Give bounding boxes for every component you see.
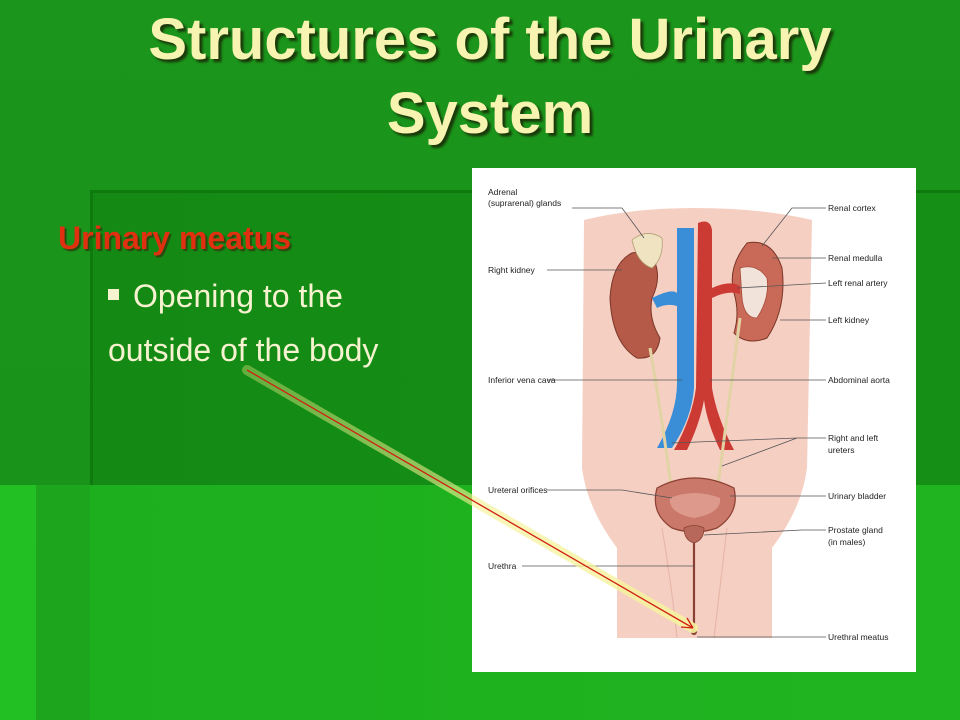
label-renal-medulla: Renal medulla — [828, 253, 883, 263]
section-heading: Urinary meatus — [58, 220, 291, 256]
inferior-vena-cava — [657, 228, 694, 448]
label-in-males: (in males) — [828, 537, 865, 547]
bladder-inner — [669, 493, 721, 518]
leg-outline — [661, 527, 728, 639]
left-kidney-medulla — [739, 266, 768, 319]
bullet-text-line-1: Opening to the — [133, 278, 343, 314]
label-inferior-vena-cava: Inferior vena cava — [488, 375, 556, 385]
left-renal-artery — [712, 283, 740, 298]
bullet-item: Opening to the — [108, 278, 343, 315]
label-right-and-left: Right and left — [828, 433, 879, 443]
abdominal-aorta — [674, 221, 734, 450]
label-abdominal-aorta: Abdominal aorta — [828, 375, 890, 385]
anatomy-illustration: Adrenal (suprarenal) glands Right kidney… — [488, 187, 890, 642]
ureter-left — [715, 317, 742, 494]
adrenal-gland — [631, 233, 663, 269]
background-stripe — [0, 485, 36, 720]
label-adrenal: Adrenal — [488, 187, 517, 197]
arrow-head-icon — [680, 617, 694, 629]
label-urinary-bladder: Urinary bladder — [828, 491, 886, 501]
label-ureteral-orifices: Ureteral orifices — [488, 485, 548, 495]
label-prostate-gland: Prostate gland — [828, 525, 883, 535]
bullet-text-line-2: outside of the body — [108, 332, 379, 368]
label-suprarenal-glands: (suprarenal) glands — [488, 198, 561, 208]
prostate-gland — [683, 525, 705, 544]
urinary-system-diagram: Adrenal (suprarenal) glands Right kidney… — [472, 168, 916, 672]
label-right-kidney: Right kidney — [488, 265, 536, 275]
slide-title-line-2: System — [386, 81, 594, 146]
renal-vein — [652, 291, 677, 308]
label-urethral-meatus: Urethral meatus — [828, 632, 888, 642]
ureter-right — [648, 347, 674, 494]
label-ureters: ureters — [828, 445, 854, 455]
label-renal-cortex: Renal cortex — [828, 203, 876, 213]
label-left-renal-artery: Left renal artery — [828, 278, 888, 288]
square-bullet-icon — [108, 289, 119, 301]
label-urethra: Urethra — [488, 561, 517, 571]
arrow-line — [246, 369, 694, 629]
label-left-kidney: Left kidney — [828, 315, 870, 325]
slide-title-line-1: Structures of the Urinary — [148, 7, 832, 72]
